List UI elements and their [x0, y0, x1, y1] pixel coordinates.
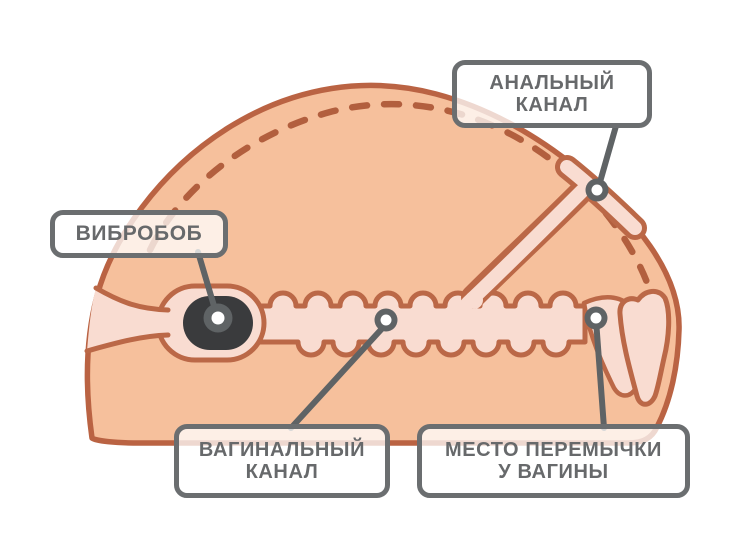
canal-entry-funnel-lower-edge [84, 332, 171, 354]
callout-vaginal-canal: ВАГИНАЛЬНЫЙ КАНАЛ [174, 424, 390, 498]
vaginal-canal-tube [257, 290, 588, 358]
canal-entry-funnel-upper-edge [93, 285, 171, 313]
connector-line-anal [595, 123, 619, 192]
anal-canal-junction-patch [465, 291, 483, 309]
callout-anal-canal-line1: АНАЛЬНЫЙ [489, 71, 615, 94]
marker-vibrobob [203, 303, 233, 333]
body-shape [84, 82, 682, 446]
callout-bridge-spot-line2: У ВАГИНЫ [498, 461, 609, 483]
callout-anal-canal: АНАЛЬНЫЙ КАНАЛ [452, 60, 652, 128]
callout-bridge-spot: МЕСТО ПЕРЕМЫЧКИ У ВАГИНЫ [417, 424, 690, 498]
callout-vaginal-canal-line1: ВАГИНАЛЬНЫЙ [198, 438, 366, 461]
marker-anal [585, 178, 609, 202]
callout-vibrobob-text: ВИБРОБОБ [75, 222, 203, 246]
callout-vaginal-canal-line2: КАНАЛ [245, 461, 319, 483]
marker-vaginal [374, 308, 398, 332]
callout-anal-canal-line2: КАНАЛ [515, 94, 589, 116]
connector-line-vaginal [288, 319, 391, 431]
callout-bridge-spot-line1: МЕСТО ПЕРЕМЫЧКИ [444, 438, 663, 461]
connector-line-bridge [593, 317, 607, 431]
anal-canal-interior [461, 184, 589, 310]
marker-bridge [584, 306, 608, 330]
callout-vibrobob: ВИБРОБОБ [50, 210, 228, 258]
outer-lip-fold [617, 289, 672, 407]
